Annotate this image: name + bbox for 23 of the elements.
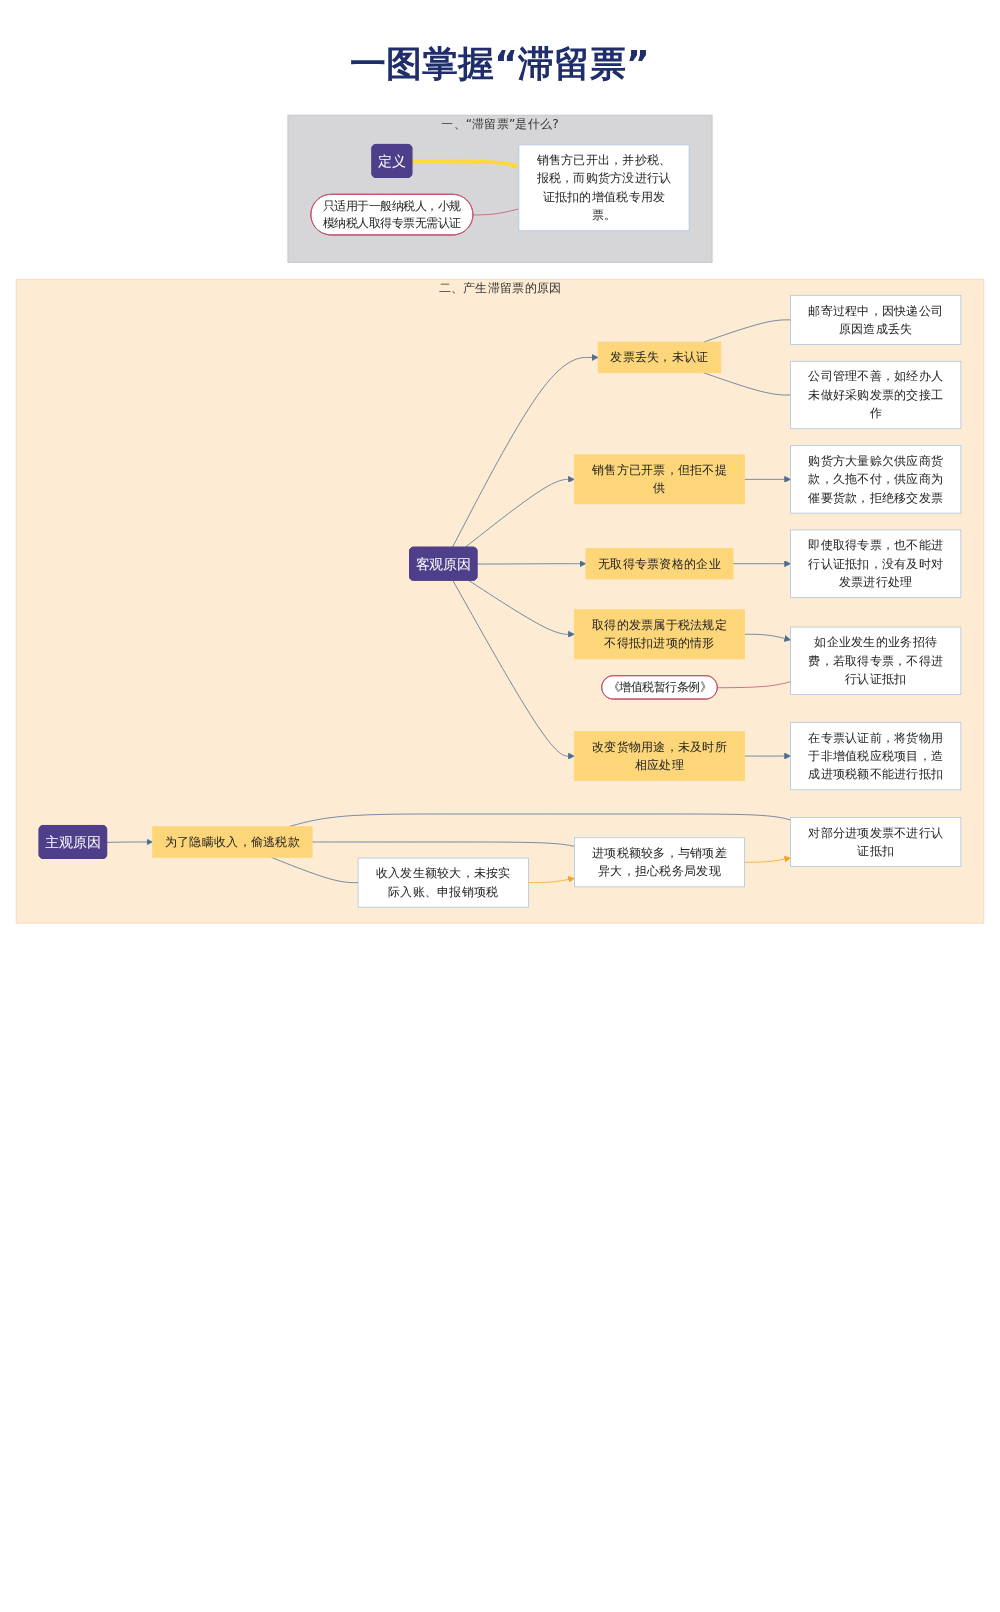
connector bbox=[703, 372, 791, 396]
arrow bbox=[412, 159, 520, 169]
node-box: 销售方已开票，但拒不提供 bbox=[574, 454, 745, 505]
node-box: 即使取得专票，也不能进行认证抵扣，没有及时对发票进行处理 bbox=[790, 529, 962, 598]
node-box: 为了隐瞒收入，偷逃税款 bbox=[152, 826, 313, 858]
node-box: 销售方已开出，并抄税、报税，而购货方没进行认证抵扣的增值税专用发票。 bbox=[518, 144, 690, 232]
connector bbox=[717, 681, 791, 689]
node-box: 无取得专票资格的企业 bbox=[585, 548, 734, 580]
connector bbox=[472, 208, 520, 216]
node-box: 在专票认证前，将货物用于非增值税应税项目，造成进项税额不能进行抵扣 bbox=[790, 721, 962, 791]
node-box: 对部分进项发票不进行认证抵扣 bbox=[790, 817, 962, 867]
node-box: 进项税额较多，与销项差异大，担心税务局发现 bbox=[574, 837, 745, 888]
node-box: 邮寄过程中，因快递公司原因造成丢失 bbox=[790, 294, 962, 345]
node-box: 发票丢失，未认证 bbox=[597, 341, 722, 374]
node-box: 公司管理不善，如经办人未做好采购发票的交接工作 bbox=[790, 360, 962, 430]
node-box: 如企业发生的业务招待费，若取得专票，不得进行认证抵扣 bbox=[790, 626, 962, 695]
node-box: 取得的发票属于税法规定不得抵扣进项的情形 bbox=[574, 609, 745, 660]
diagram-title: 一图掌握“滞留票” bbox=[350, 42, 650, 86]
node-box: 改变货物用途，未及时所相应处理 bbox=[574, 731, 745, 781]
connector bbox=[311, 841, 575, 847]
connector bbox=[703, 319, 791, 343]
node-box: 购货方大量赊欠供应商货款，久拖不付，供应商为催要货款，拒绝移交发票 bbox=[790, 445, 962, 514]
node-box: 收入发生额较大，未按实际入账、申报销项税 bbox=[357, 857, 529, 908]
